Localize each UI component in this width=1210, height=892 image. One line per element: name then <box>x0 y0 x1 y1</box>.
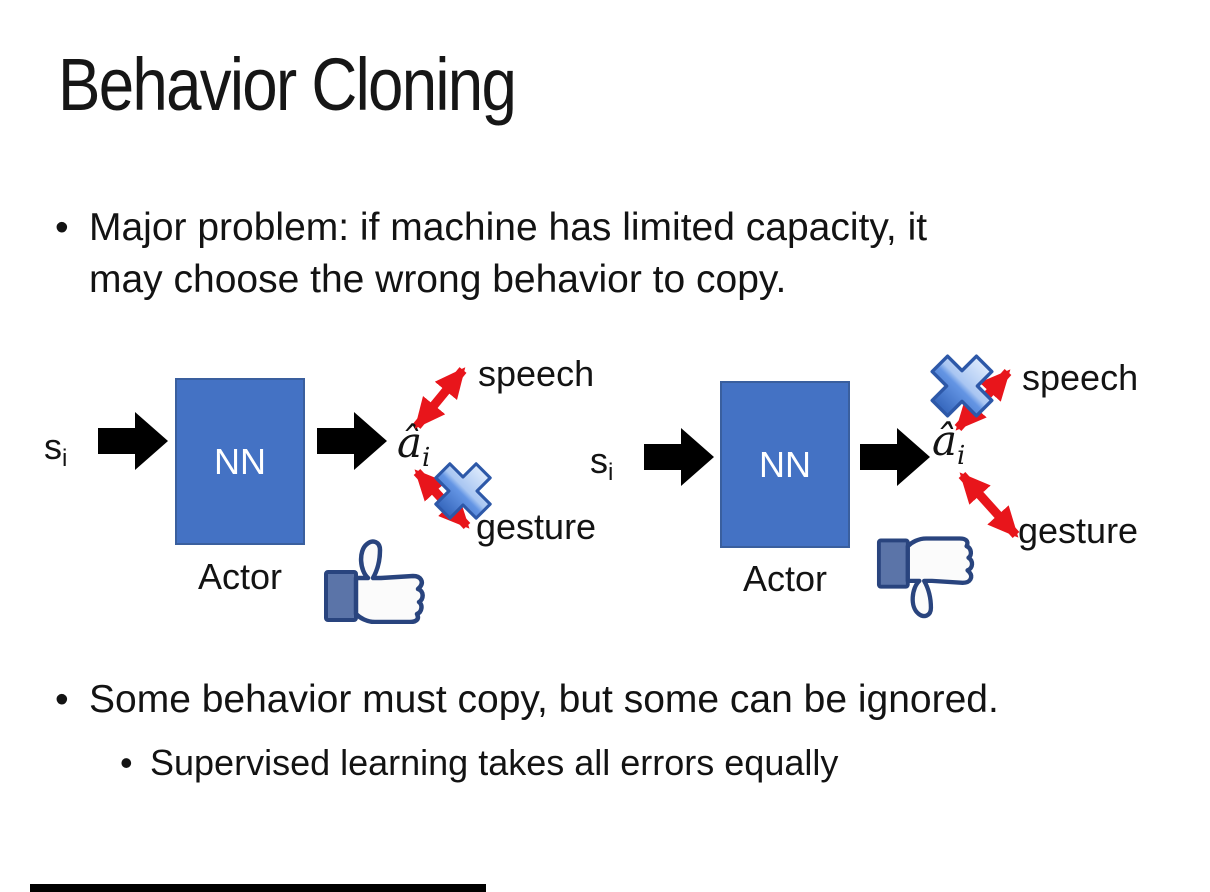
red-double-arrow-speech-icon <box>413 367 467 429</box>
state-symbol: s <box>590 440 608 481</box>
action-subscript: i <box>422 443 431 473</box>
bullet-dot: • <box>120 742 133 783</box>
state-symbol: s <box>44 426 62 467</box>
nn-label: NN <box>214 440 266 482</box>
bullet-line: Some behavior must copy, but some can be… <box>89 678 999 721</box>
state-subscript: i <box>62 445 68 472</box>
action-label: âi <box>932 416 965 471</box>
red-double-arrow-gesture-icon <box>958 471 1020 539</box>
speech-label: speech <box>478 353 595 394</box>
nn-label: NN <box>759 443 811 485</box>
speech-label: speech <box>1022 357 1139 398</box>
blue-cross-icon <box>930 354 994 418</box>
bullet-line: may choose the wrong behavior to copy. <box>89 258 787 301</box>
thumbs-down-icon <box>876 534 982 624</box>
bottom-bar <box>30 884 486 892</box>
nn-box: NN <box>720 381 850 548</box>
state-subscript: i <box>608 459 614 486</box>
bullet-text: Major problem: if machine has limited ca… <box>89 202 927 306</box>
bullet-line: Major problem: if machine has limited ca… <box>89 206 928 249</box>
slide-title: Behavior Cloning <box>58 43 517 126</box>
black-arrow-icon <box>317 412 387 470</box>
black-arrow-icon <box>98 412 168 470</box>
diagram-right: si NN âi speech gesture Actor <box>585 350 1185 642</box>
action-subscript: i <box>957 441 966 471</box>
state-label: si <box>44 426 67 473</box>
blue-cross-icon <box>434 462 492 520</box>
black-arrow-icon <box>644 428 714 486</box>
bullet-some-behavior: • Some behavior must copy, but some can … <box>55 674 999 726</box>
bullet-dot: • <box>55 678 69 721</box>
action-symbol: â <box>932 416 958 465</box>
diagram-left: si NN âi speech gesture Actor <box>40 350 610 642</box>
thumbs-up-icon <box>322 538 434 625</box>
state-label: si <box>590 440 613 487</box>
bullet-dot: • <box>55 206 69 249</box>
black-arrow-icon <box>860 428 930 486</box>
bullet-supervised-learning: • Supervised learning takes all errors e… <box>120 738 838 788</box>
bullet-line: Supervised learning takes all errors equ… <box>150 742 839 783</box>
actor-label: Actor <box>197 556 283 597</box>
bullet-major-problem: • Major problem: if machine has limited … <box>55 202 927 306</box>
gesture-label: gesture <box>1018 510 1139 551</box>
nn-box: NN <box>175 378 305 545</box>
gesture-label: gesture <box>476 506 597 547</box>
actor-label: Actor <box>742 558 828 599</box>
